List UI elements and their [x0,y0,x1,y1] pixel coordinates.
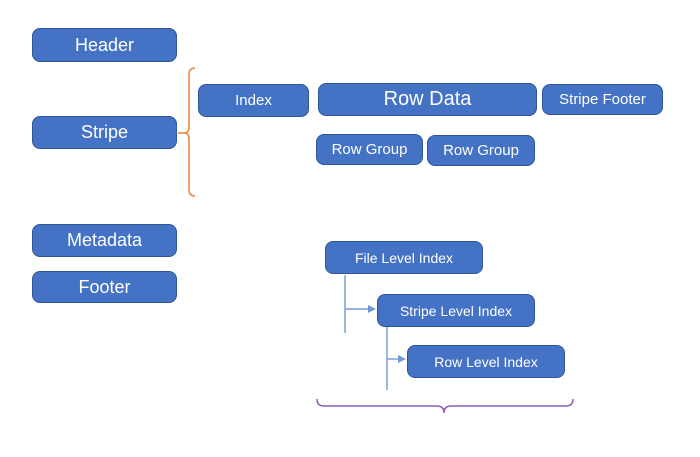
node-footer: Footer [32,271,177,303]
node-file-level-index: File Level Index [325,241,483,274]
node-row-level-index: Row Level Index [407,345,565,378]
node-index: Index [198,84,309,117]
node-stripe: Stripe [32,116,177,149]
stripe-contents-brace [183,67,196,197]
node-header: Header [32,28,177,62]
index-hierarchy-brace [316,398,574,414]
arrowhead-to-stripe-level-index [368,305,376,313]
node-stripe-footer: Stripe Footer [542,84,663,115]
node-row-data: Row Data [318,83,537,116]
arrowhead-to-row-level-index [398,355,406,363]
node-metadata: Metadata [32,224,177,257]
node-row-group-1: Row Group [316,134,423,165]
node-row-group-2: Row Group [427,135,535,166]
node-stripe-level-index: Stripe Level Index [377,294,535,327]
